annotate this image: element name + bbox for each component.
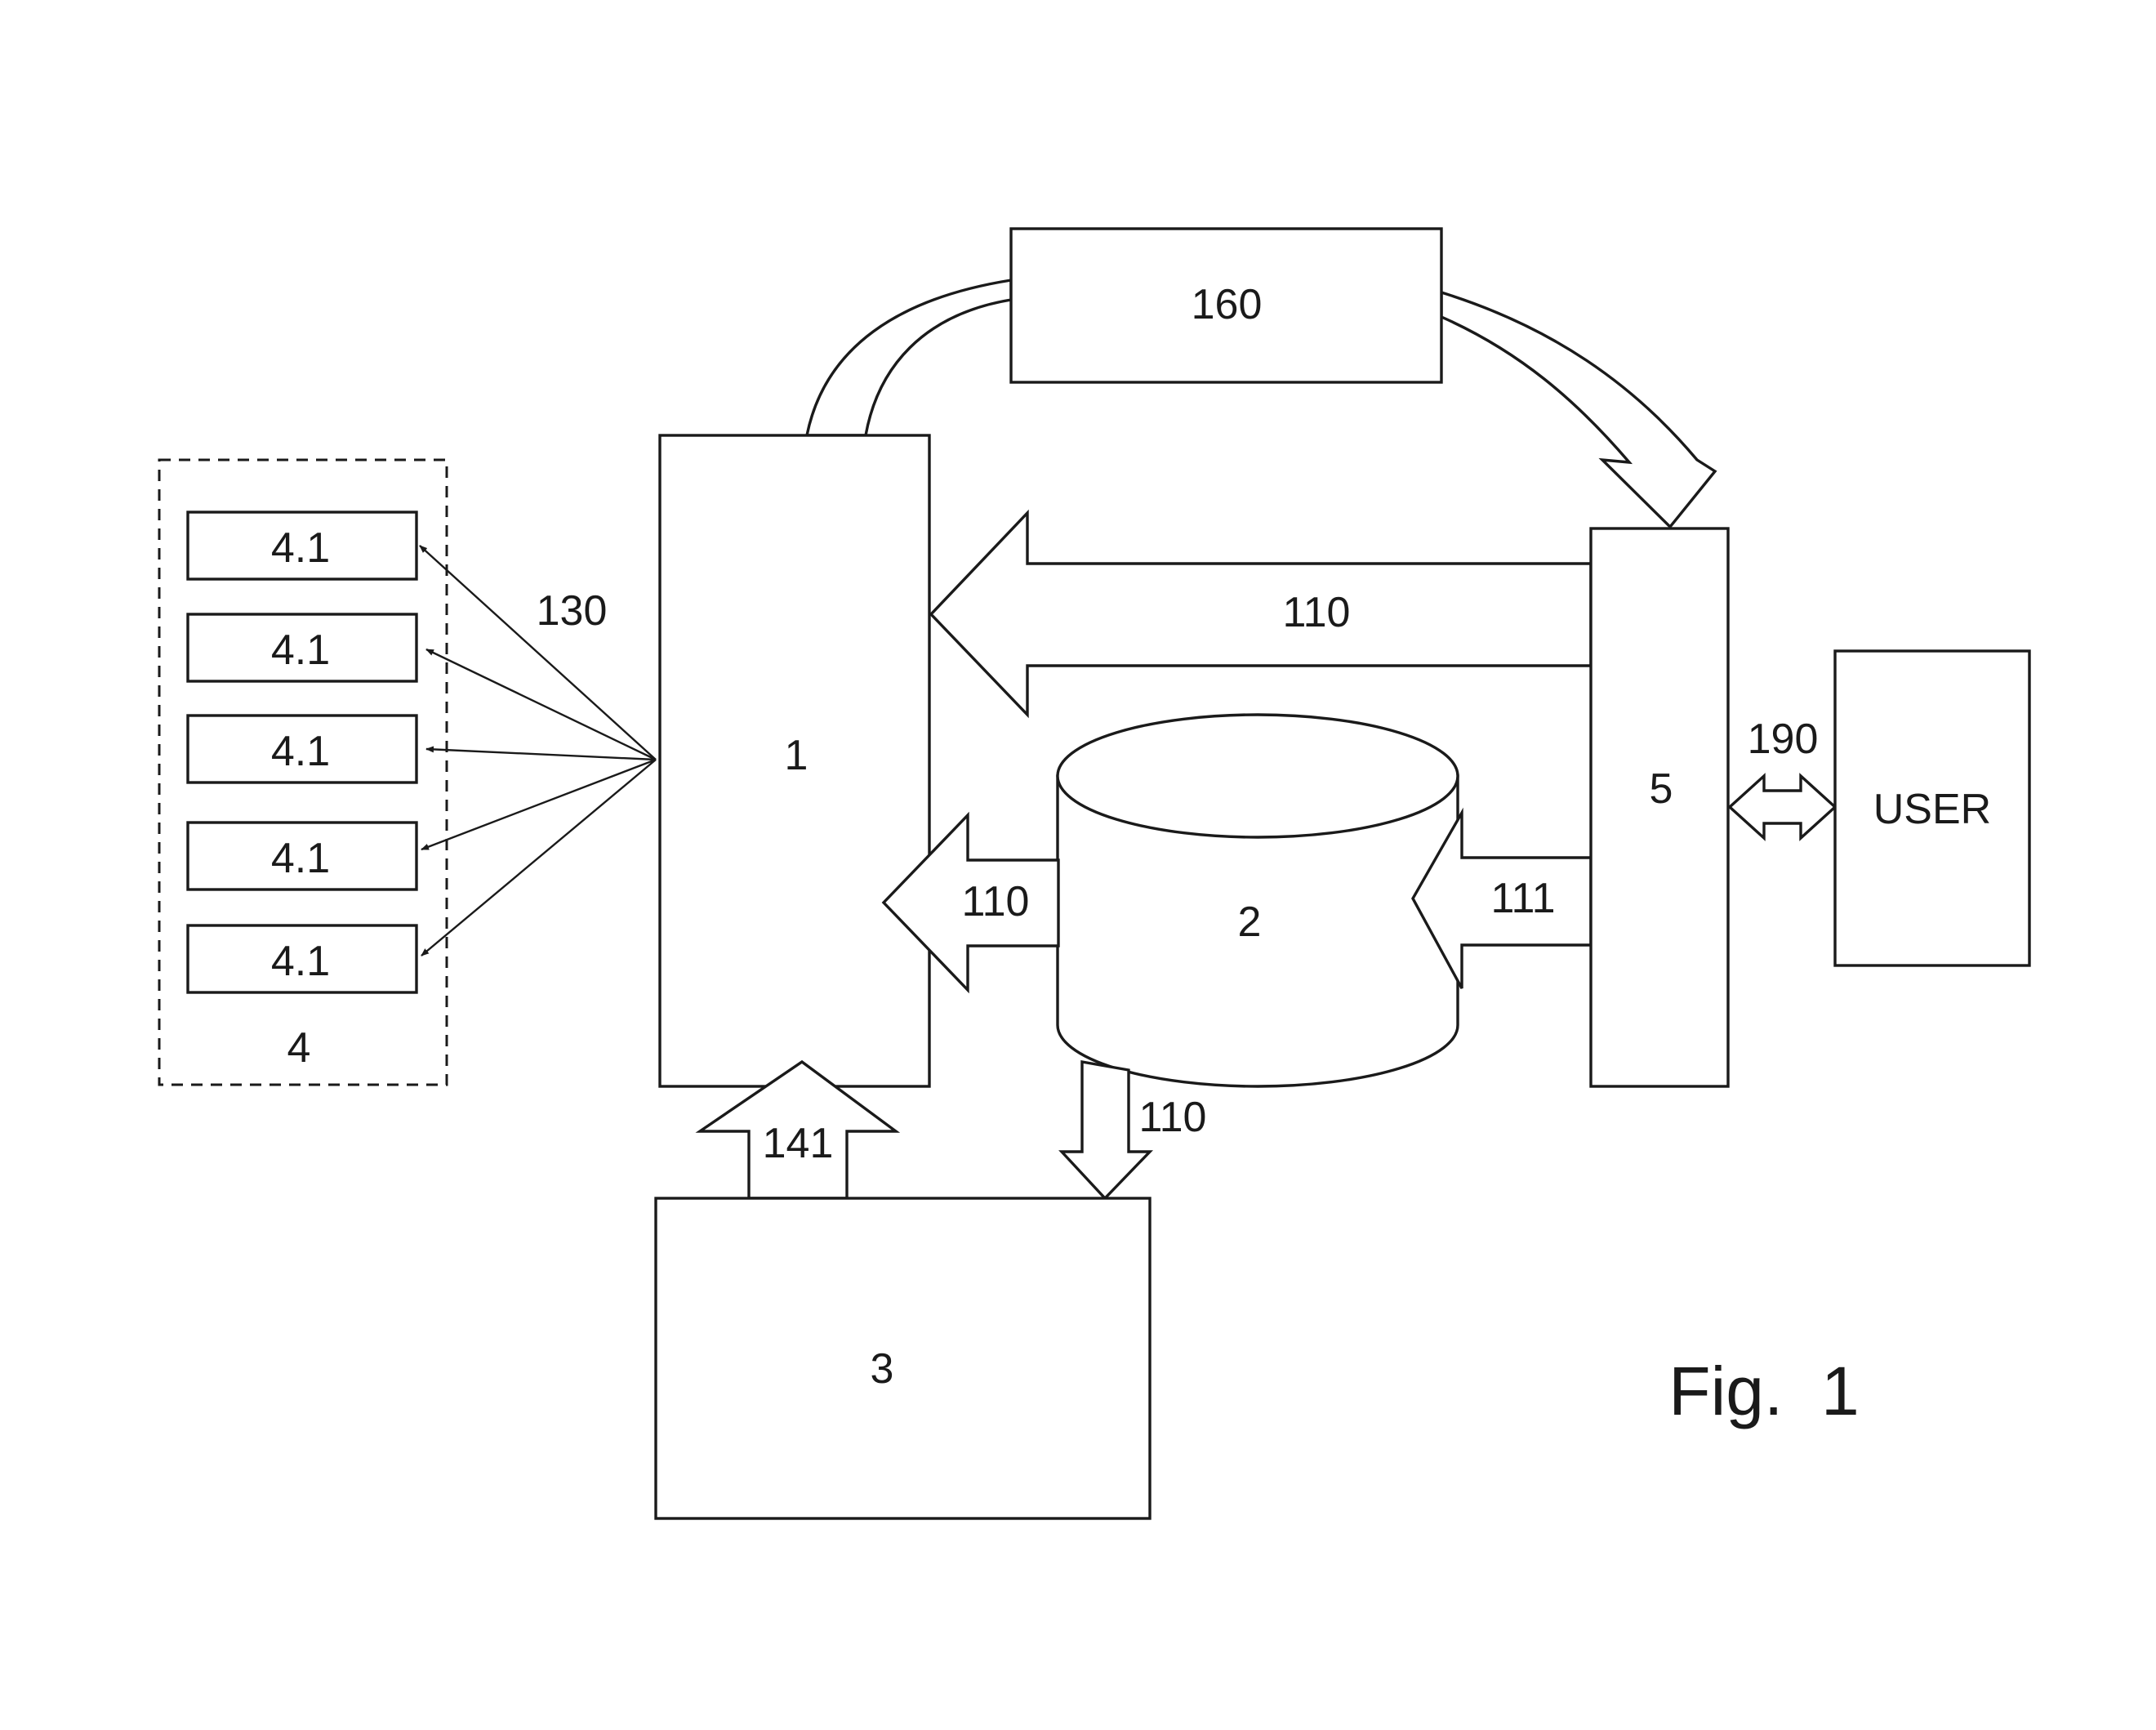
curved-arrow-160 xyxy=(804,279,1013,437)
arrow-110-top xyxy=(929,509,1592,719)
sub-block-list: 4.1 4.1 4.1 4.1 4.1 xyxy=(186,511,418,994)
sub-block-label: 4.1 xyxy=(271,728,330,775)
sub-block-4-1-a xyxy=(186,511,418,581)
block-2-label: 2 xyxy=(1238,898,1262,946)
block-5 xyxy=(1589,527,1730,1088)
arrow-110-mid xyxy=(881,811,1060,994)
block-2-database xyxy=(1056,713,1459,1088)
arrow-110-bottom xyxy=(1058,1059,1154,1201)
sub-block-4-1-e xyxy=(186,924,418,994)
figure-caption: Fig. 1 xyxy=(1668,1353,1859,1429)
block-3-label: 3 xyxy=(871,1345,894,1393)
block-4-label: 4 xyxy=(287,1024,311,1072)
label-190: 190 xyxy=(1748,716,1819,763)
sub-block-label: 4.1 xyxy=(271,938,330,985)
label-110-top: 110 xyxy=(1283,589,1351,636)
block-1 xyxy=(658,434,931,1088)
block-160-label: 160 xyxy=(1192,281,1263,328)
sub-block-label: 4.1 xyxy=(271,524,330,572)
sub-block-4-1-c xyxy=(186,714,418,784)
user-block xyxy=(1833,649,2031,967)
user-label: USER xyxy=(1873,786,1991,833)
block-1-label: 1 xyxy=(785,732,808,779)
sub-block-label: 4.1 xyxy=(271,626,330,674)
block-160 xyxy=(1009,227,1443,384)
sub-block-4-1-d xyxy=(186,821,418,891)
sub-block-4-1-b xyxy=(186,613,418,683)
arrow-141 xyxy=(695,1059,901,1200)
block-4-group xyxy=(158,458,448,1086)
block-5-label: 5 xyxy=(1650,765,1673,813)
label-110-mid: 110 xyxy=(962,878,1030,925)
label-141: 141 xyxy=(763,1120,834,1167)
label-111: 111 xyxy=(1490,875,1555,922)
label-110-bottom: 110 xyxy=(1139,1094,1207,1141)
double-arrow-190 xyxy=(1727,773,1838,841)
arrow-111 xyxy=(1411,807,1592,989)
label-130: 130 xyxy=(537,587,608,635)
connection-130-arrows xyxy=(419,545,657,956)
curved-arrow-160-return xyxy=(1440,290,1717,529)
sub-block-label: 4.1 xyxy=(271,835,330,882)
block-3 xyxy=(654,1197,1152,1520)
